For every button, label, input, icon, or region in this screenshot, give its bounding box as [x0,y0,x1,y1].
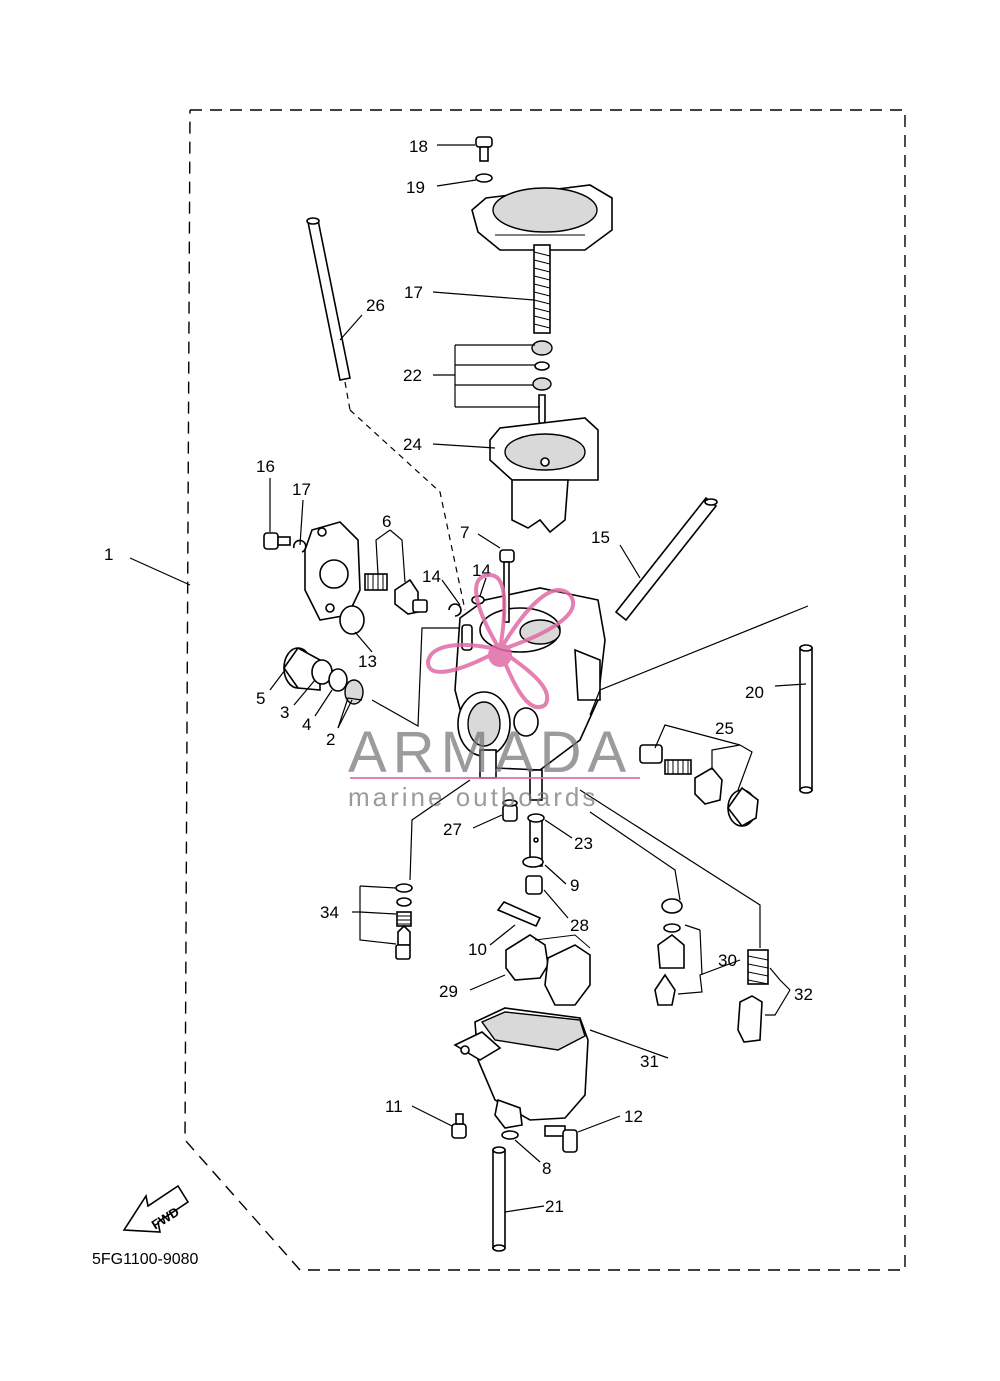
callout-19: 18 [409,137,428,156]
watermark-tagline: marine outboards [348,782,598,812]
callout-32: 31 [640,1052,659,1071]
callout-10: 10 [468,940,487,959]
diagram-part-code: 5FG1100-9080 [92,1251,199,1268]
callout-7: 7 [460,523,469,542]
assembly-boundary [184,109,906,1271]
watermark: ARMADA marine outboards [348,572,640,812]
callout-23: 22 [403,366,422,385]
callout-21: 20 [745,683,764,702]
leader-lines [129,144,809,1213]
callout-6: 6 [382,512,391,531]
callout-22: 21 [545,1197,564,1216]
callout-2: 2 [326,730,335,749]
top-cover-group [471,136,613,534]
callout-13: 13 [358,652,377,671]
callout-9: 9 [570,876,579,895]
callout-33: 32 [794,985,813,1004]
callout-3: 3 [280,703,289,722]
callout-24: 23 [574,834,593,853]
callout-8: 8 [542,1159,551,1178]
callout-26: 25 [715,719,734,738]
lower-middle-components [395,799,591,1006]
right-lower-components [654,898,769,1043]
callout-12: 12 [624,1107,643,1126]
watermark-brand: ARMADA [348,720,632,785]
fwd-arrow: FWD [122,1184,190,1233]
hose-22 [492,1149,506,1249]
callout-25: 24 [403,435,422,454]
spring-18 [533,244,551,334]
callout-20: 19 [406,178,425,197]
callout-14: 14 [422,567,441,586]
float-bowl-32 [451,1007,589,1153]
left-components [263,521,428,705]
hose-27 [306,217,466,611]
callout-28: 27 [443,820,462,839]
hose-15 [614,496,718,622]
callout-15: 15 [591,528,610,547]
callout-4: 4 [302,715,311,734]
callout-numbers: 18 19 17 26 22 24 16 17 6 7 15 1 14 14 1… [104,137,813,1216]
hose-21 [799,647,813,791]
watermark-logo-mark [425,572,576,709]
callout-17: 17 [292,480,311,499]
valve-assembly-26 [639,744,759,828]
callout-27: 26 [366,296,385,315]
callout-31: 30 [718,951,737,970]
callout-1: 1 [104,545,113,564]
callout-34: 34 [320,903,339,922]
callout-18: 17 [404,283,423,302]
callout-16: 16 [256,457,275,476]
callout-11: 11 [385,1097,403,1116]
callout-30: 29 [439,982,458,1001]
callout-5: 5 [256,689,265,708]
callout-29: 28 [570,916,589,935]
